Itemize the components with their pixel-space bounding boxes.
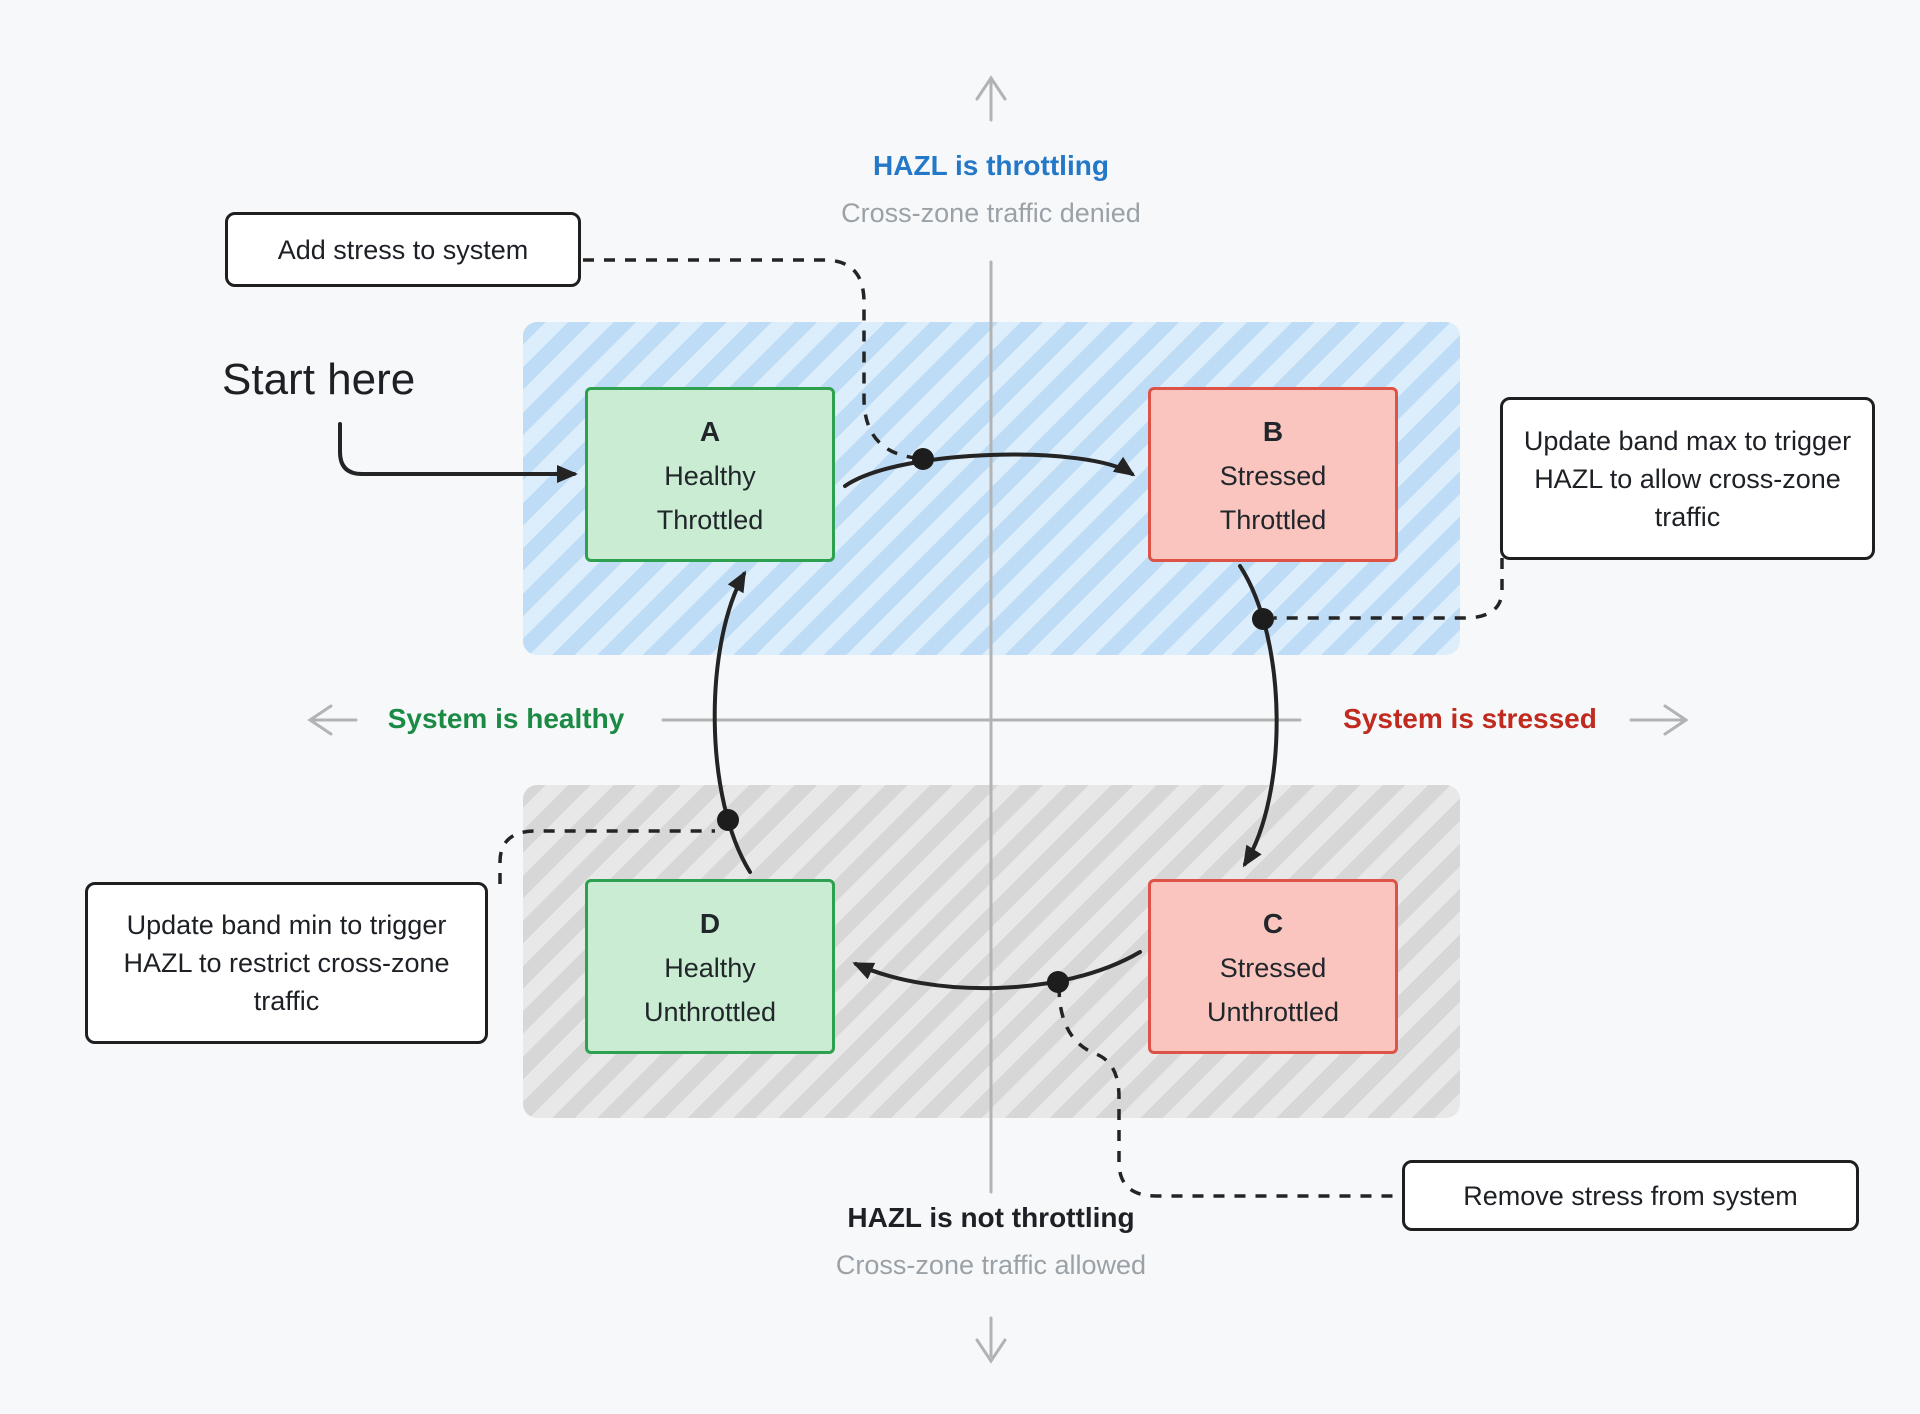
hazl-throttling-label: HAZL is throttling [873,150,1109,181]
state-line2: Unthrottled [1206,997,1340,1027]
hazl-not-throttling-label: HAZL is not throttling [847,1202,1135,1233]
state-line1: Stressed [1219,953,1327,983]
state-line2: Throttled [656,505,764,535]
state-letter: B [1262,416,1284,447]
state-box-d: D Healthy Unthrottled [585,879,835,1054]
cross-zone-allowed-label: Cross-zone traffic allowed [835,1250,1147,1280]
callout-text: Add stress to system [277,234,529,265]
down-arrow-icon [975,1338,1007,1364]
callout-text: Update band max to trigger HAZL to allow… [1523,425,1852,532]
state-letter: D [699,908,721,939]
callout-text: Remove stress from system [1463,1180,1798,1211]
callout-remove-stress: Remove stress from system [1402,1160,1859,1231]
right-arrow-icon [1663,704,1689,736]
system-healthy-label: System is healthy [387,703,625,734]
system-stressed-label: System is stressed [1343,703,1597,734]
callout-band-max: Update band max to trigger HAZL to allow… [1500,397,1875,560]
state-box-a: A Healthy Throttled [585,387,835,562]
cross-zone-denied-label: Cross-zone traffic denied [841,198,1141,228]
state-box-c: C Stressed Unthrottled [1148,879,1398,1054]
callout-add-stress: Add stress to system [225,212,581,287]
callout-text: Update band min to trigger HAZL to restr… [123,910,450,1016]
state-letter: A [699,416,721,447]
left-arrow-icon [307,704,333,736]
state-line1: Healthy [664,953,756,983]
up-arrow-icon [975,75,1007,101]
start-here-label: Start here [222,355,416,404]
callout-band-min: Update band min to trigger HAZL to restr… [85,882,488,1044]
state-line1: Stressed [1219,461,1327,491]
state-line1: Healthy [664,461,756,491]
state-box-b: B Stressed Throttled [1148,387,1398,562]
state-line2: Throttled [1219,505,1327,535]
state-letter: C [1262,908,1284,939]
state-line2: Unthrottled [643,997,777,1027]
